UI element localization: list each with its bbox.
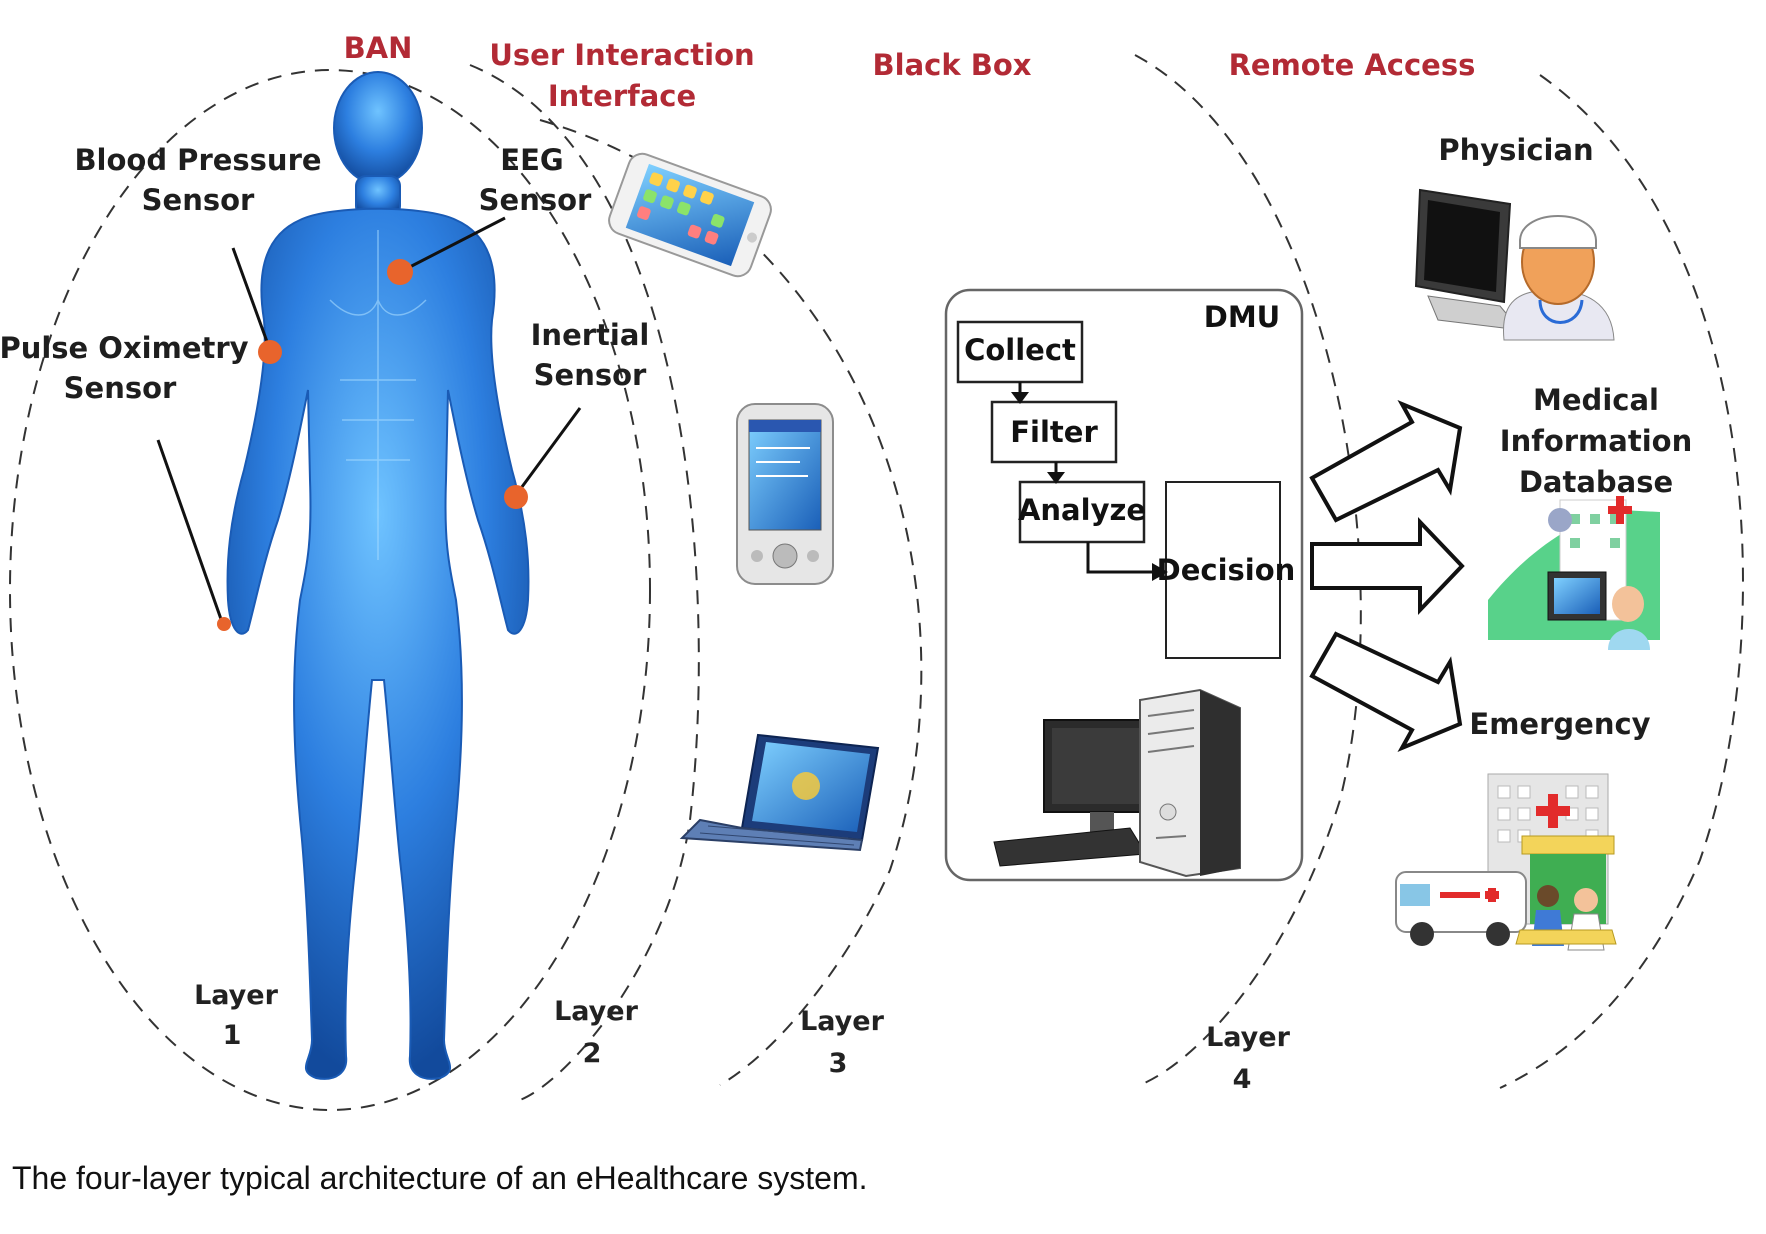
desktop-computer-icon bbox=[993, 688, 1241, 878]
laptop-icon bbox=[679, 733, 880, 852]
figure-caption: The four-layer typical architecture of a… bbox=[12, 1160, 868, 1196]
arrow-to-physician-icon bbox=[1309, 399, 1463, 523]
physician-icon bbox=[1414, 188, 1615, 341]
pulse-oximetry-sensor-dot bbox=[217, 617, 231, 631]
blood-pressure-label-line1: Blood Pressure bbox=[74, 143, 321, 177]
layer-1-boundary bbox=[9, 69, 651, 1111]
eeg-label-line2: Sensor bbox=[479, 183, 592, 217]
medical-db-label-line3: Database bbox=[1519, 465, 1673, 499]
ban-header: BAN bbox=[344, 31, 413, 65]
layer-2-number: 2 bbox=[583, 1038, 602, 1069]
layer-4-number: 4 bbox=[1233, 1064, 1252, 1095]
arrow-to-emergency-icon bbox=[1309, 631, 1463, 753]
inertial-label-line1: Inertial bbox=[531, 318, 650, 352]
eeg-label-line1: EEG bbox=[500, 143, 563, 177]
dmu-title: DMU bbox=[1204, 300, 1280, 334]
analyze-label: Analyze bbox=[1018, 493, 1146, 527]
inertial-sensor-dot bbox=[504, 485, 528, 509]
body-muscle-lines bbox=[329, 230, 427, 560]
smartphone-icon bbox=[608, 152, 772, 278]
layer-4-boundary bbox=[1134, 54, 1362, 1086]
blood-pressure-sensor-dot bbox=[258, 340, 282, 364]
inertial-label-line2: Sensor bbox=[534, 358, 647, 392]
layer-2-word: Layer bbox=[554, 996, 639, 1027]
architecture-diagram: BAN User Interaction Interface Black Box… bbox=[0, 31, 1744, 1111]
medical-db-label-line2: Information bbox=[1500, 424, 1692, 458]
analyze-box bbox=[1018, 480, 1146, 544]
pda-icon bbox=[736, 403, 834, 585]
layer-4-outer-boundary bbox=[1499, 74, 1744, 1089]
medical-database-icon bbox=[1488, 496, 1660, 650]
collect-label: Collect bbox=[964, 333, 1076, 367]
emergency-label: Emergency bbox=[1469, 707, 1650, 741]
filter-box bbox=[990, 400, 1118, 464]
layer-2-boundary bbox=[469, 64, 700, 1101]
emergency-hospital-icon bbox=[1395, 773, 1617, 951]
eeg-sensor-dot bbox=[387, 259, 413, 285]
physician-label: Physician bbox=[1438, 133, 1593, 167]
user-interaction-header-line2: Interface bbox=[548, 79, 696, 113]
layer-3-boundary bbox=[539, 119, 923, 1086]
medical-db-label-line1: Medical bbox=[1533, 383, 1659, 417]
layer-1-number: 1 bbox=[223, 1020, 242, 1051]
decision-box bbox=[1165, 481, 1281, 659]
layer-1-word: Layer bbox=[194, 980, 279, 1011]
sensor-dots bbox=[217, 259, 528, 631]
layer-3-word: Layer bbox=[800, 1006, 885, 1037]
filter-label: Filter bbox=[1010, 415, 1098, 449]
black-box-header: Black Box bbox=[873, 48, 1032, 82]
dmu-arrowheads bbox=[1011, 392, 1168, 581]
output-arrows bbox=[1309, 399, 1465, 753]
remote-access-header: Remote Access bbox=[1229, 48, 1476, 82]
human-body-icon bbox=[226, 71, 530, 1080]
layer-3-number: 3 bbox=[829, 1048, 848, 1079]
pulse-oximetry-label-line2: Sensor bbox=[64, 371, 177, 405]
arrow-to-database-icon bbox=[1310, 517, 1465, 615]
blood-pressure-label-line2: Sensor bbox=[142, 183, 255, 217]
layer-4-word: Layer bbox=[1206, 1022, 1291, 1053]
pulse-oximetry-label-line1: Pulse Oximetry bbox=[0, 331, 249, 365]
sensor-pointers bbox=[156, 216, 582, 623]
user-interaction-header-line1: User Interaction bbox=[489, 38, 754, 72]
decision-label: Decision bbox=[1157, 553, 1296, 587]
